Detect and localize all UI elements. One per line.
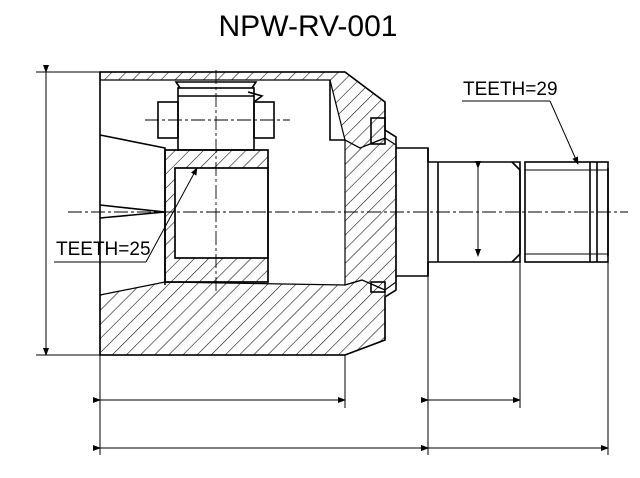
housing	[99, 71, 397, 356]
outer-teeth-callout: TEETH=29	[462, 79, 579, 165]
inner-teeth-label: TEETH=25	[56, 239, 151, 260]
housing-hatch-top	[99, 71, 386, 149]
housing-hatch-wall	[344, 137, 397, 291]
inner-teeth-callout: TEETH=25	[54, 167, 198, 263]
dimension-lines	[36, 65, 609, 455]
housing-hatch-bottom	[99, 279, 386, 356]
outer-teeth-label: TEETH=29	[463, 79, 558, 100]
center-lines	[68, 70, 628, 292]
part-number-title: NPW-RV-001	[219, 10, 398, 43]
tripod-roller	[157, 81, 275, 283]
roller-hatch	[164, 149, 269, 283]
